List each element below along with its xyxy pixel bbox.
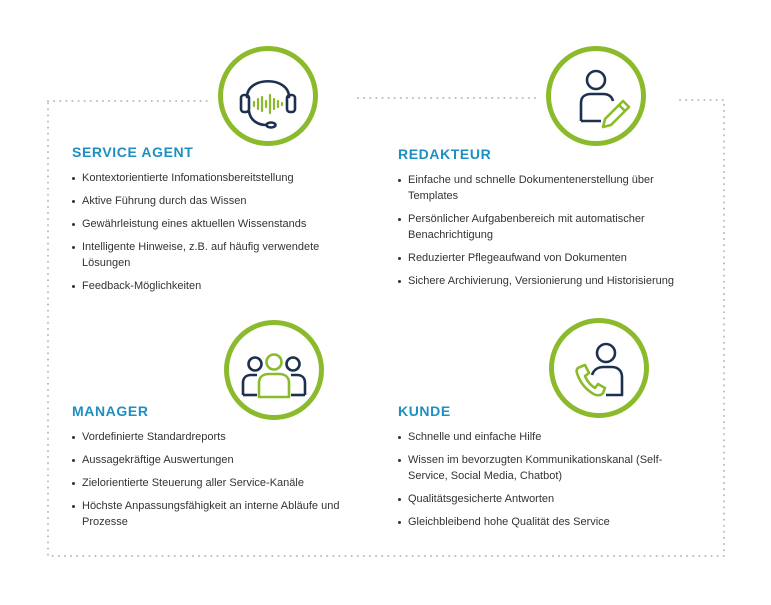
team-icon: [241, 353, 307, 399]
redakteur-list: Einfache und schnelle Dokumentenerstellu…: [398, 172, 698, 289]
manager-section: MANAGER Vordefinierte Standardreports Au…: [72, 403, 352, 537]
list-item: Aussagekräftige Auswertungen: [72, 452, 352, 468]
customer-phone-icon: [575, 342, 624, 397]
list-item: Gewährleistung eines aktuellen Wissensta…: [72, 216, 352, 232]
list-item: Zielorientierte Steuerung aller Service-…: [72, 475, 352, 491]
kunde-section: KUNDE Schnelle und einfache Hilfe Wissen…: [398, 403, 693, 537]
user-edit-icon: [579, 69, 631, 129]
list-item: Wissen im bevorzugten Kommunikationskana…: [398, 452, 693, 484]
list-item: Kontextorientierte Infomationsbereitstel…: [72, 170, 352, 186]
headset-icon: [239, 79, 297, 129]
list-item: Schnelle und einfache Hilfe: [398, 429, 693, 445]
list-item: Höchste Anpassungsfähigkeit an interne A…: [72, 498, 352, 530]
list-item: Aktive Führung durch das Wissen: [72, 193, 352, 209]
redakteur-icon-circle: [546, 46, 646, 146]
list-item: Sichere Archivierung, Versionierung und …: [398, 273, 698, 289]
list-item: Persönlicher Aufgabenbereich mit automat…: [398, 211, 698, 243]
manager-title: MANAGER: [72, 403, 149, 419]
list-item: Qualitätsgesicherte Antworten: [398, 491, 693, 507]
service-agent-title: SERVICE AGENT: [72, 144, 194, 160]
manager-icon-circle: [224, 320, 324, 420]
service-agent-icon-circle: [218, 46, 318, 146]
list-item: Vordefinierte Standardreports: [72, 429, 352, 445]
manager-list: Vordefinierte Standardreports Aussagekrä…: [72, 429, 352, 530]
list-item: Intelligente Hinweise, z.B. auf häufig v…: [72, 239, 352, 271]
kunde-title: KUNDE: [398, 403, 451, 419]
kunde-list: Schnelle und einfache Hilfe Wissen im be…: [398, 429, 693, 530]
list-item: Reduzierter Pflegeaufwand von Dokumenten: [398, 250, 698, 266]
list-item: Einfache und schnelle Dokumentenerstellu…: [398, 172, 698, 204]
service-agent-list: Kontextorientierte Infomationsbereitstel…: [72, 170, 352, 294]
list-item: Gleichbleibend hohe Qualität des Service: [398, 514, 693, 530]
redakteur-section: REDAKTEUR Einfache und schnelle Dokument…: [398, 146, 698, 296]
kunde-icon-circle: [549, 318, 649, 418]
redakteur-title: REDAKTEUR: [398, 146, 492, 162]
list-item: Feedback-Möglichkeiten: [72, 278, 352, 294]
service-agent-section: SERVICE AGENT Kontextorientierte Infomat…: [72, 144, 352, 301]
